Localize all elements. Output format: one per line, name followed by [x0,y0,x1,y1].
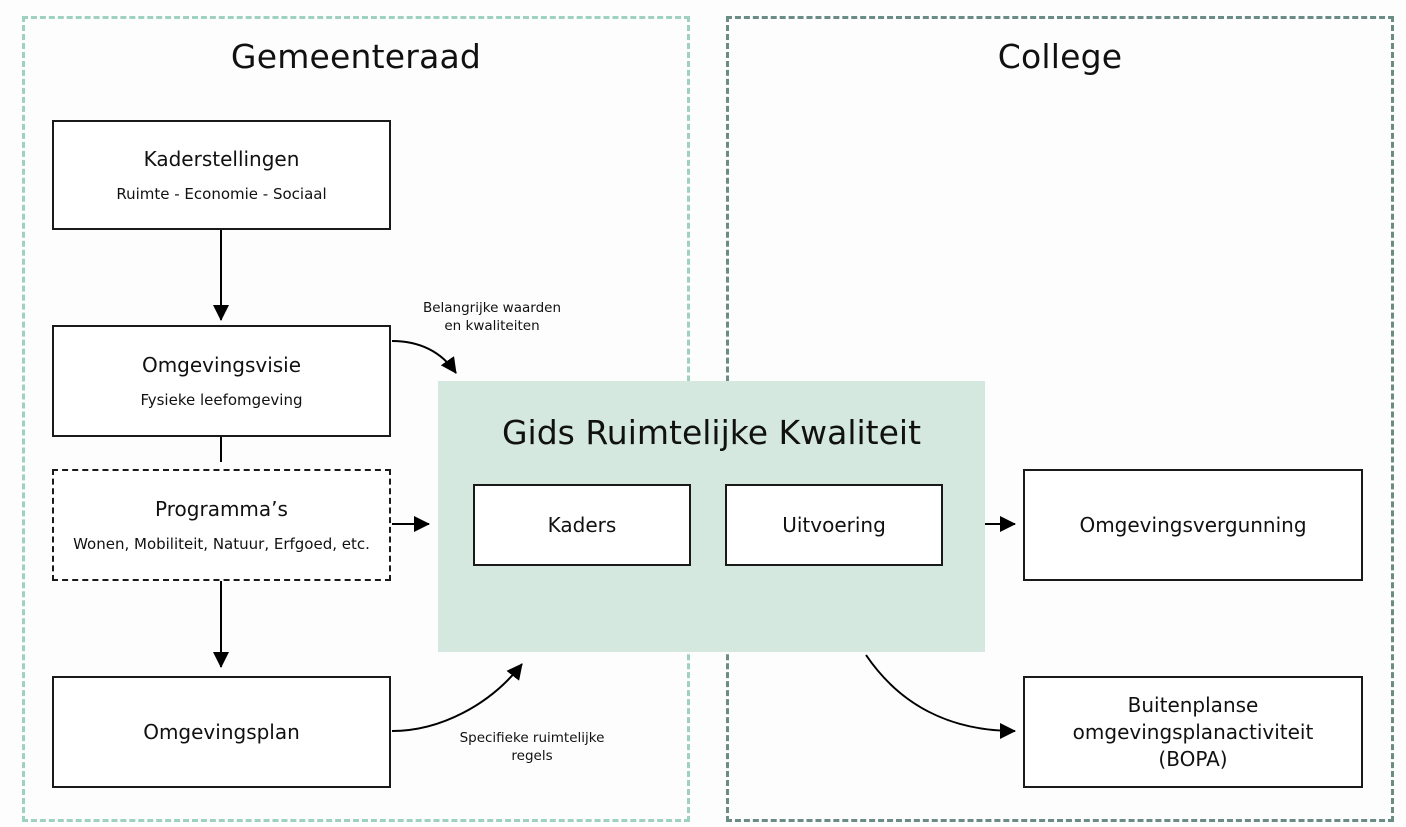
box-omgevingsvergunning: Omgevingsvergunning [1023,469,1363,581]
label-specifieke-regels: Specifieke ruimtelijke regels [446,729,618,765]
box-title: Uitvoering [782,513,886,537]
region-title-gemeenteraad: Gemeenteraad [230,37,482,76]
box-line: Buitenplanse [1127,692,1259,717]
label-line: regels [511,748,553,764]
region-title-college: College [997,37,1123,76]
box-line: (BOPA) [1158,746,1228,771]
box-title: Omgevingsvisie [141,353,302,377]
box-subtitle: Wonen, Mobiliteit, Natuur, Erfgoed, etc. [73,535,370,553]
box-title: Programma’s [155,497,288,521]
box-title: Omgevingsvergunning [1079,513,1307,537]
gids-title: Gids Ruimtelijke Kwaliteit [501,413,922,452]
label-line: Specifieke ruimtelijke [459,730,605,746]
box-title: Kaderstellingen [143,147,300,171]
box-kaders: Kaders [473,484,691,566]
box-kaderstellingen: Kaderstellingen Ruimte - Economie - Soci… [52,120,391,230]
box-omgevingsplan: Omgevingsplan [52,676,391,788]
box-title: Omgevingsplan [143,720,300,744]
label-line: en kwaliteiten [444,318,540,334]
box-line: omgevingsplanactiviteit [1072,719,1314,744]
label-line: Belangrijke waarden [422,300,562,316]
box-title: Kaders [547,513,617,537]
box-omgevingsvisie: Omgevingsvisie Fysieke leefomgeving [52,325,391,437]
box-uitvoering: Uitvoering [725,484,943,566]
box-bopa: Buitenplanse omgevingsplanactiviteit (BO… [1023,676,1363,788]
label-belangrijke-waarden: Belangrijke waarden en kwaliteiten [410,299,574,335]
box-subtitle: Ruimte - Economie - Sociaal [116,185,327,203]
box-subtitle: Fysieke leefomgeving [140,391,303,409]
box-programmas: Programma’s Wonen, Mobiliteit, Natuur, E… [52,469,391,581]
